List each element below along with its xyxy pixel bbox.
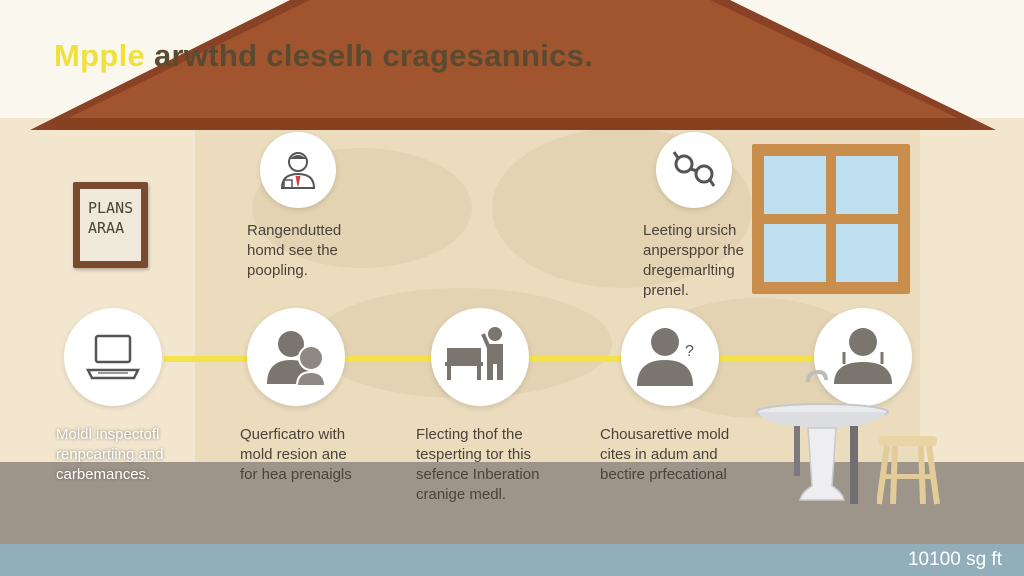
right-wall [920,118,1024,518]
step-caption-top-1: Rangendutted homd see the poopling. [247,222,342,279]
floor-band [0,544,1024,576]
page-title: Mpple arwthd cleselh cragesannics. [54,38,594,73]
step-caption-2: Querficatro with mold resion ane for hea… [240,426,352,483]
question-person-icon: ? [621,308,719,406]
sign-line-2: ARAA [88,219,125,237]
step-caption-3: Flecting thof the tesperting tor this se… [416,426,540,503]
step-caption-4: Chousarettive mold cites in adum and bec… [600,426,730,483]
person-laptop-icon [814,308,912,406]
svg-text:?: ? [685,343,694,360]
stool-illustration [877,436,940,505]
people-icon [247,308,345,406]
worker-table-icon [431,308,529,406]
window [752,144,910,294]
handcuffs-icon [656,132,732,208]
step-caption-top-2: Leeting ursich anpersppor the dregemarlt… [643,222,744,299]
inspector-icon [260,132,336,208]
roof [30,0,996,130]
area-label: 10100 sg ft [907,549,1002,570]
step-caption-1: Moldl inspectofl renpcartiing and carbem… [56,426,164,483]
sign-line-1: PLANS [88,199,134,217]
plans-sign: PLANS ARAA [73,182,148,268]
laptop-icon [64,308,162,406]
sink-illustration [755,369,889,504]
